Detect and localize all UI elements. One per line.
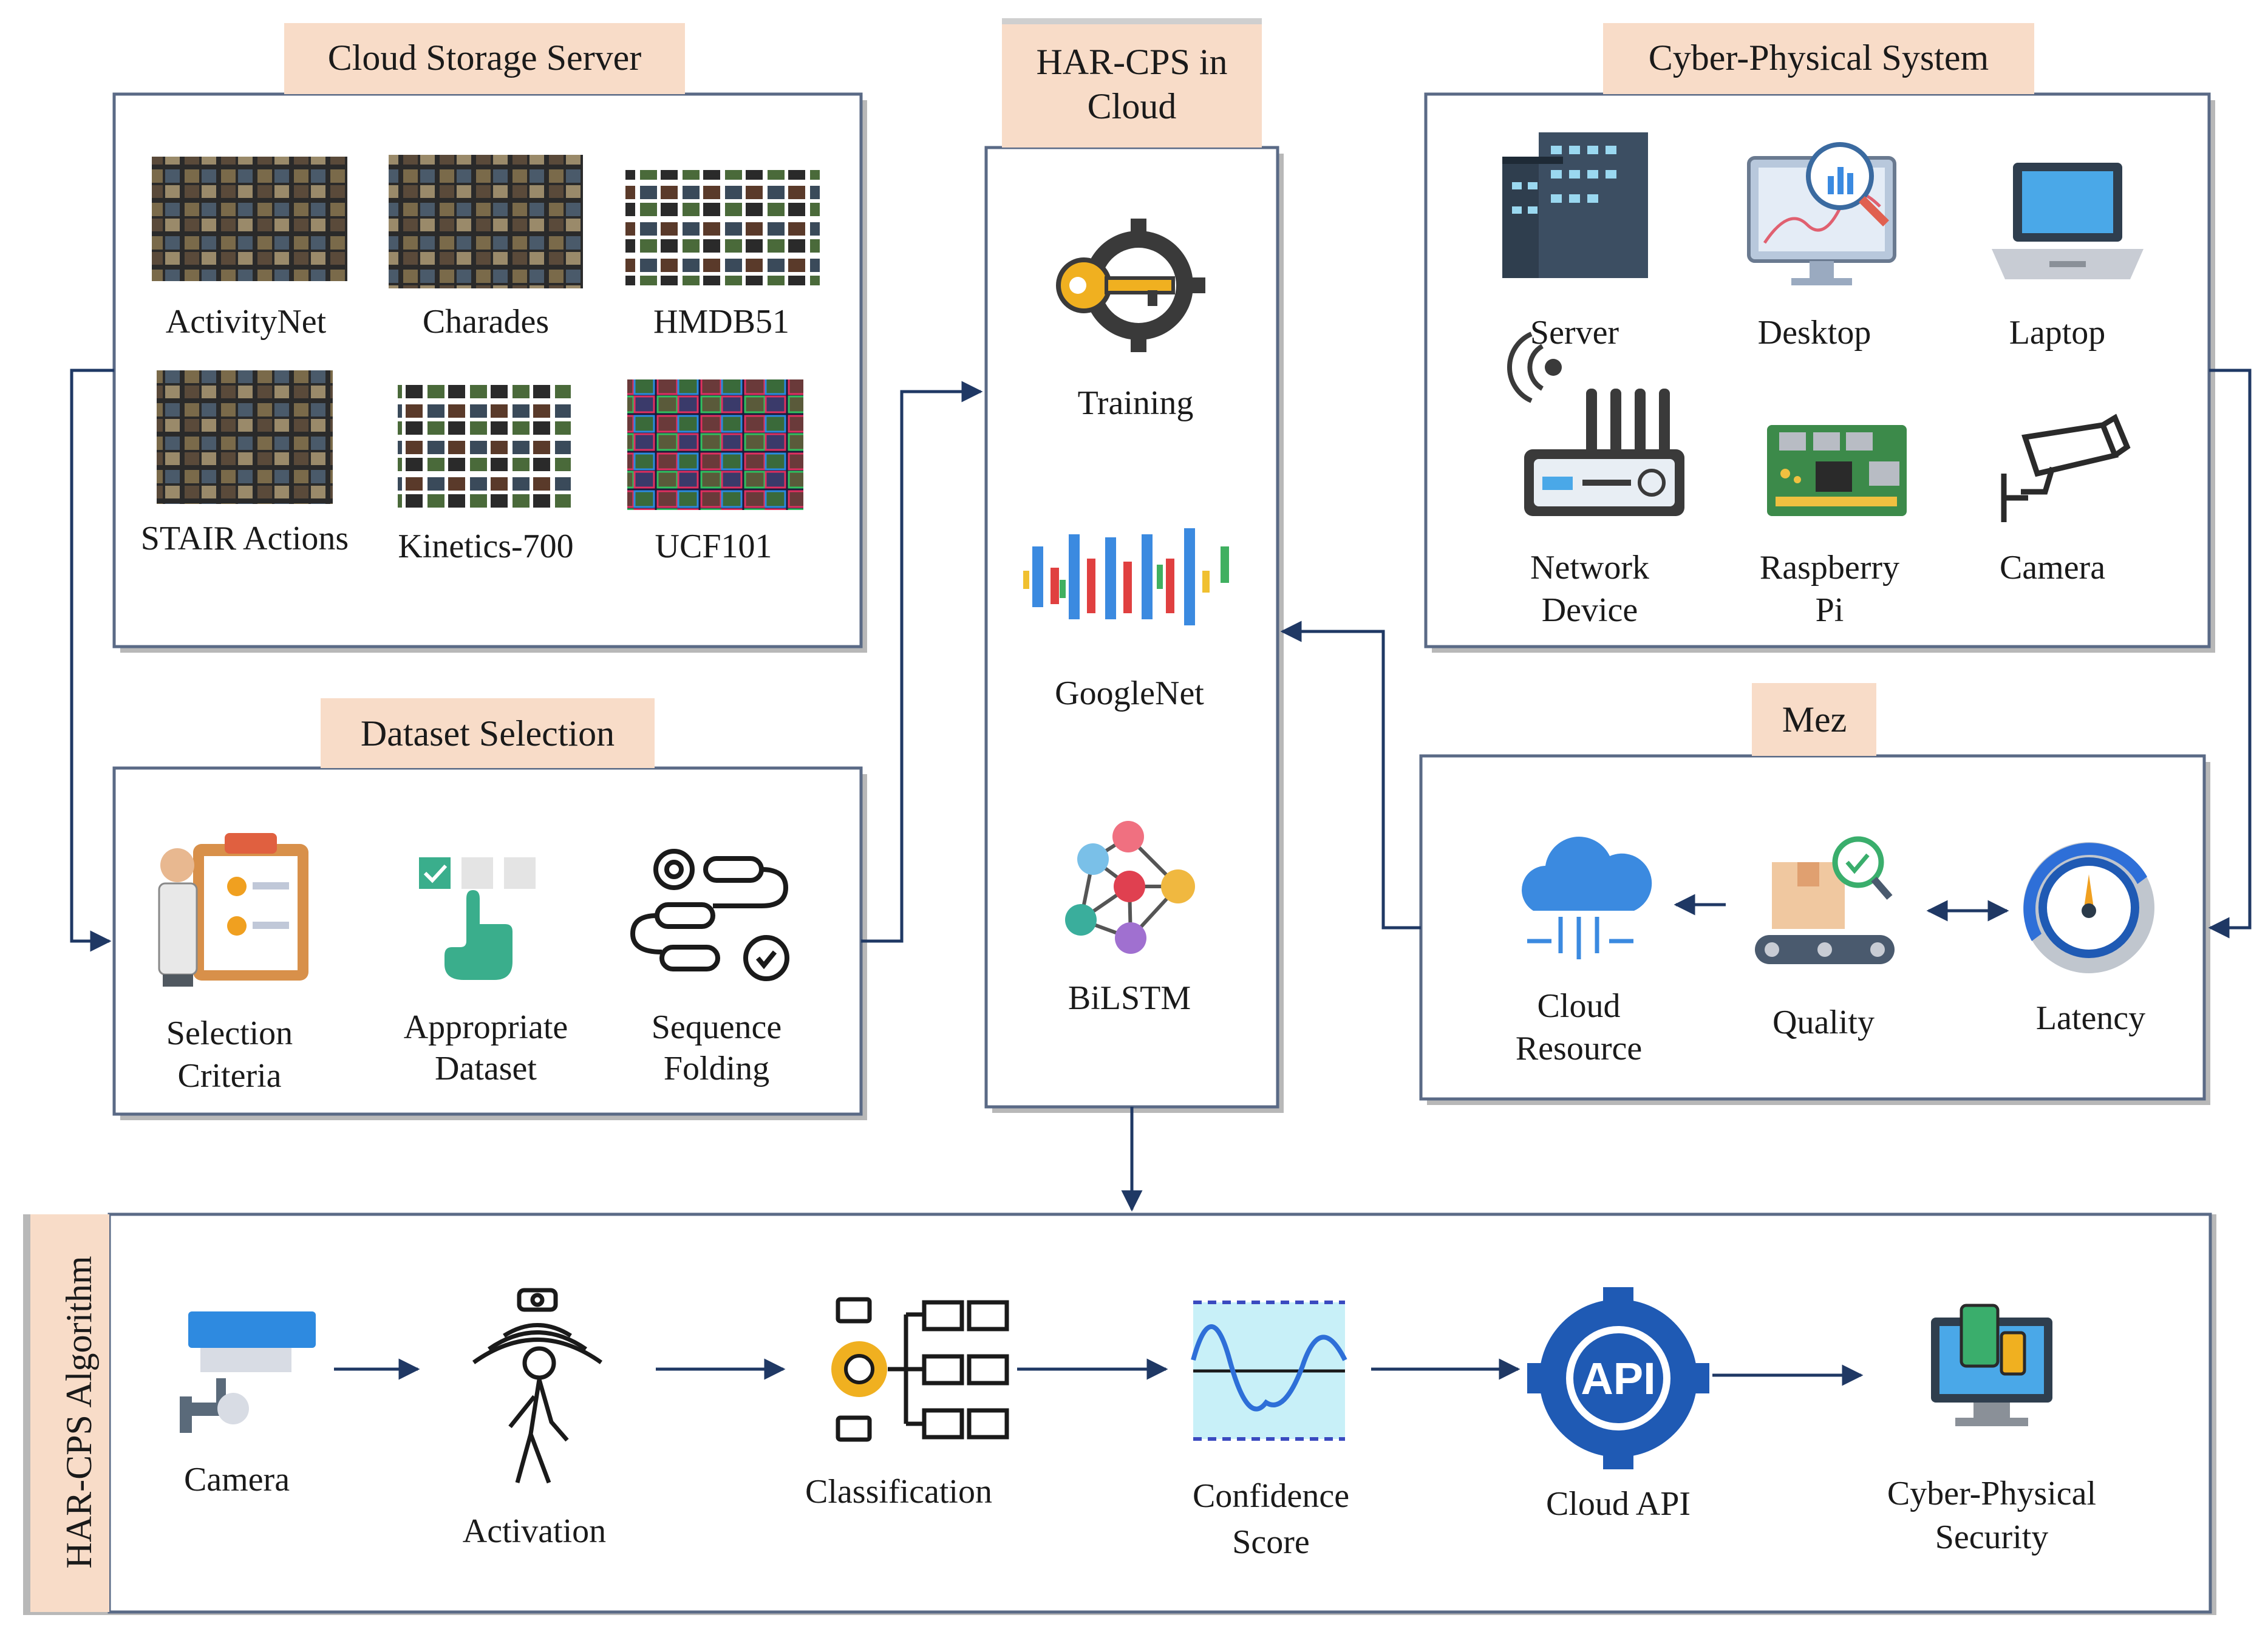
connectors: [70, 369, 2252, 1212]
alg-label-activation: Activation: [463, 1512, 606, 1550]
server-rack-icon: [1502, 132, 1648, 278]
cps-label-camera: Camera: [2000, 549, 2105, 587]
ucf101-thumbnail: [627, 379, 803, 510]
training-label: Training: [1078, 384, 1194, 422]
security-camera-icon: [180, 1311, 316, 1433]
cps-title: Cyber-Physical System: [1649, 38, 1989, 78]
alg-label-cloud-api: Cloud API: [1546, 1485, 1691, 1523]
hand-select-icon: [419, 857, 536, 980]
dataset-label-activitynet: ActivityNet: [166, 303, 327, 341]
latency-label: Latency: [2036, 999, 2145, 1037]
dataset-label-charades: Charades: [423, 303, 549, 341]
dataset-selection-section: Dataset Selection Selection Criteria App…: [112, 698, 867, 1120]
monitor-devices-icon: [1931, 1304, 2052, 1426]
sequence-folding-label-1: Sequence: [652, 1008, 782, 1046]
arrow-mez-to-cloud: [1280, 621, 1421, 930]
mez-title: Mez: [1782, 699, 1847, 740]
desktop-chart-icon: [1747, 142, 1896, 285]
googlenet-label: GoogleNet: [1055, 675, 1204, 712]
gauge-icon: [2023, 842, 2154, 973]
clipboard-checklist-icon: [158, 833, 308, 987]
sequence-folding-label-2: Folding: [664, 1050, 769, 1087]
har-cps-cloud-title-1: HAR-CPS in: [1036, 42, 1227, 82]
network-device-label-2: Device: [1542, 591, 1638, 629]
neural-graph-icon: [1065, 821, 1195, 954]
cloud-resource-label-1: Cloud: [1538, 987, 1621, 1025]
algorithm-section: HAR-CPS Algorithm Camera Activation: [23, 1212, 2216, 1615]
cloud-storage-section: Cloud Storage Server ActivityNet Charade…: [112, 23, 867, 653]
algorithm-title: HAR-CPS Algorithm: [59, 1256, 99, 1568]
dataset-label-kinetics700: Kinetics-700: [398, 528, 573, 565]
gear-key-icon: [1056, 219, 1205, 352]
selection-criteria-label-1: Selection: [166, 1015, 293, 1052]
appropriate-dataset-label-2: Dataset: [435, 1050, 537, 1087]
cloud-resource-label-2: Resource: [1516, 1030, 1642, 1067]
alg-label-camera: Camera: [184, 1461, 290, 1498]
stair-actions-thumbnail: [157, 370, 333, 504]
api-text: API: [1581, 1353, 1655, 1404]
cps-label-laptop: Laptop: [2009, 314, 2106, 352]
hmdb51-thumbnail: [625, 170, 820, 285]
gear-tree-icon: [831, 1297, 1009, 1442]
cps-security-label-2: Security: [1935, 1518, 2049, 1556]
arrow-storage-to-selection: [70, 369, 114, 952]
raspberry-pi-label-1: Raspberry: [1760, 549, 1899, 587]
alg-label-classification: Classification: [805, 1473, 992, 1511]
motion-sensor-icon: [472, 1288, 603, 1484]
bilstm-label: BiLSTM: [1068, 979, 1191, 1017]
cps-security-label-1: Cyber-Physical: [1887, 1475, 2096, 1512]
charades-thumbnail: [389, 155, 583, 288]
confidence-score-label-1: Confidence: [1193, 1477, 1349, 1515]
activitynet-thumbnail: [152, 157, 347, 281]
network-layers-icon: [1023, 528, 1229, 625]
har-cps-cloud-section: HAR-CPS in Cloud Training: [984, 18, 1284, 1113]
waveform-icon: [1191, 1301, 1347, 1441]
dataset-selection-title: Dataset Selection: [361, 713, 615, 753]
router-icon: [1507, 332, 1684, 516]
cps-label-server: Server: [1530, 314, 1619, 352]
selection-criteria-label-2: Criteria: [177, 1057, 281, 1095]
quality-label: Quality: [1773, 1004, 1875, 1041]
gear-flow-icon: [630, 849, 789, 981]
dataset-label-stair-actions: STAIR Actions: [141, 520, 349, 557]
confidence-score-label-2: Score: [1232, 1523, 1310, 1561]
cctv-camera-icon: [2001, 413, 2131, 522]
api-gear-icon: API: [1527, 1287, 1709, 1469]
conveyor-box-icon: [1755, 836, 1895, 964]
kinetics700-thumbnail: [398, 383, 571, 510]
cloud-storage-title: Cloud Storage Server: [328, 38, 642, 78]
appropriate-dataset-label-1: Appropriate: [404, 1008, 568, 1046]
laptop-icon: [1992, 163, 2144, 279]
arrow-selection-to-cloud: [861, 381, 983, 943]
cps-label-desktop: Desktop: [1758, 314, 1871, 352]
dataset-label-ucf101: UCF101: [655, 528, 772, 565]
raspberry-pi-label-2: Pi: [1816, 591, 1844, 629]
har-cps-cloud-title-2: Cloud: [1088, 86, 1177, 126]
dataset-label-hmdb51: HMDB51: [653, 303, 789, 341]
network-device-label-1: Network: [1530, 549, 1649, 587]
arrow-cps-to-mez: [2208, 369, 2252, 939]
circuit-board-icon: [1767, 425, 1907, 516]
cps-section: Cyber-Physical System Server: [1424, 23, 2215, 653]
mez-section: Mez Cloud Resource Quality: [1419, 683, 2210, 1105]
cloud-icon: [1522, 837, 1652, 959]
